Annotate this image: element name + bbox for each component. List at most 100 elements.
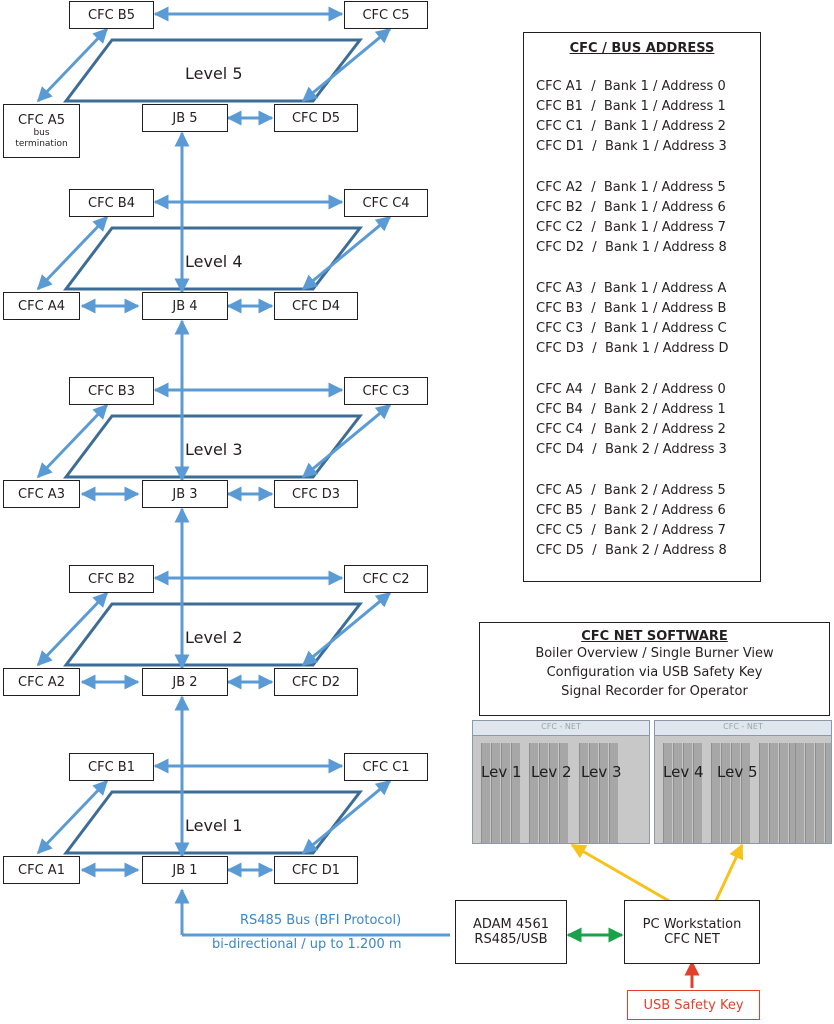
burner-column [579,743,588,843]
level-1-link-d-c [301,779,392,855]
address-entry: CFC A1 / Bank 1 / Address 0 [536,79,726,94]
burner-column [741,743,750,843]
burner-column [815,743,824,843]
cfc-a5-note-1: bus [33,127,50,138]
jb-5: JB 5 [142,104,228,132]
level-5-label: Level 5 [185,64,243,83]
cfc-a5-label: CFC A5 [18,112,65,128]
jb-4: JB 4 [142,292,228,320]
level-4-label: Level 4 [185,252,243,271]
screen-level-label: Lev 2 [531,763,572,781]
level-2-link-d-c [301,591,392,667]
cfc-b5: CFC B5 [69,1,154,29]
cfc-c5-label: CFC C5 [362,7,410,23]
screenshot-1-title: CFC - NET [541,722,581,731]
burner-column [559,743,568,843]
burner-column [589,743,598,843]
level-3-link-a-b [36,403,109,479]
level-2-link-a-b [36,591,109,667]
screen-level-label: Lev 5 [717,763,758,781]
address-entry: CFC C2 / Bank 1 / Address 7 [536,220,726,235]
jb-1-label: JB 1 [172,862,198,878]
screenshot-1-titlebar [473,721,649,736]
jb-2: JB 2 [142,668,228,696]
address-entry: CFC C3 / Bank 1 / Address C [536,321,727,336]
usb-safety-key: USB Safety Key [627,990,760,1020]
cfc-d3: CFC D3 [274,480,358,508]
cfc-a4-label: CFC A4 [18,298,65,314]
address-entry: CFC C5 / Bank 2 / Address 7 [536,523,726,538]
cfc-d4: CFC D4 [274,292,358,320]
jb-3: JB 3 [142,480,228,508]
cfc-c5: CFC C5 [344,1,428,29]
software-panel: CFC NET SOFTWARE Boiler Overview / Singl… [479,622,830,716]
burner-column [481,743,490,843]
cfc-c1: CFC C1 [344,753,428,781]
burner-column [769,743,778,843]
address-entry: CFC C1 / Bank 1 / Address 2 [536,119,726,134]
burner-column [711,743,720,843]
level-1-link-a-b [36,779,109,855]
pc-line-2: CFC NET [664,932,720,947]
software-screenshot-2: CFC - NET Lev 4 Lev 5 [654,720,832,844]
address-table-header: CFC / BUS ADDRESS [569,41,715,56]
level-3-link-d-c [301,403,392,479]
burner-column [779,743,788,843]
level-4-link-a-b [36,215,109,291]
cfc-d5: CFC D5 [274,104,358,132]
software-line-3: Signal Recorder for Operator [561,684,748,699]
cfc-a1-label: CFC A1 [18,862,65,878]
burner-column [825,743,831,843]
cfc-b3-label: CFC B3 [88,383,135,399]
level-4-link-d-c [301,215,392,291]
cfc-c4: CFC C4 [344,189,428,217]
screen-level-label: Lev 4 [663,763,704,781]
bus-label: RS485 Bus (BFI Protocol) [240,913,402,928]
bus-trunk [174,888,450,937]
screen-level-label: Lev 1 [481,763,522,781]
address-entry: CFC A2 / Bank 1 / Address 5 [536,180,726,195]
cfc-a5-note-2: termination [15,138,68,149]
level-5-link-d-c [301,27,392,103]
cfc-c2: CFC C2 [344,565,428,593]
burner-column [501,743,510,843]
bus-spec: bi-directional / up to 1.200 m [212,937,402,952]
address-entry: CFC C4 / Bank 2 / Address 2 [536,422,726,437]
burner-column [759,743,768,843]
address-entry: CFC B3 / Bank 1 / Address B [536,301,727,316]
burner-column [805,743,814,843]
address-entry: CFC D5 / Bank 2 / Address 8 [536,543,727,558]
cfc-d3-label: CFC D3 [291,486,341,502]
pc-line-1: PC Workstation [642,917,742,932]
burner-column [511,743,520,843]
address-entry: CFC B1 / Bank 1 / Address 1 [536,99,726,114]
burner-column [789,743,798,843]
pc-screen2-link [712,843,744,906]
burner-column [721,743,730,843]
adam-line-2: RS485/USB [474,932,548,947]
address-entry: CFC D4 / Bank 2 / Address 3 [536,442,727,457]
jb-4-label: JB 4 [172,298,198,314]
cfc-a4: CFC A4 [3,292,80,320]
cfc-a2: CFC A2 [3,668,80,696]
screenshot-2-title: CFC - NET [723,722,763,731]
level-2-label: Level 2 [185,628,243,647]
burner-column [491,743,500,843]
pc-workstation: PC Workstation CFC NET [624,900,760,964]
cfc-a3: CFC A3 [3,480,80,508]
burner-column [609,743,618,843]
jb-5-label: JB 5 [172,110,198,126]
burner-column [795,743,804,843]
cfc-b2: CFC B2 [69,565,154,593]
burner-column [549,743,558,843]
pc-screen1-link [570,843,677,907]
cfc-b4: CFC B4 [69,189,154,217]
address-entry: CFC B4 / Bank 2 / Address 1 [536,402,726,417]
cfc-d2: CFC D2 [274,668,358,696]
address-entry: CFC D1 / Bank 1 / Address 3 [536,139,727,154]
cfc-c3-label: CFC C3 [362,383,410,399]
cfc-d5-label: CFC D5 [291,110,341,126]
address-entry: CFC A5 / Bank 2 / Address 5 [536,483,726,498]
address-entry: CFC B2 / Bank 1 / Address 6 [536,200,726,215]
